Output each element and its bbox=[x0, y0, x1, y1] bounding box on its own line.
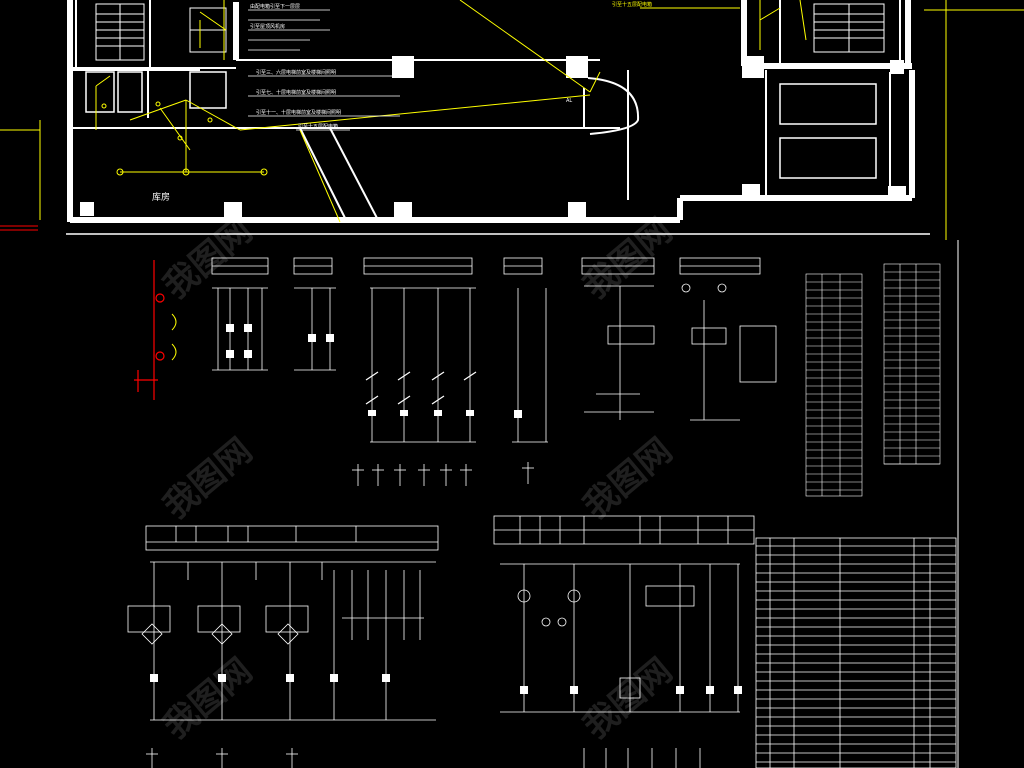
top-right-label: 引至十五层配电箱 bbox=[612, 1, 652, 8]
watermark-1: 我图网 bbox=[156, 211, 260, 307]
note-5: 引至十一、十层电梯前室及楼梯间照明 bbox=[256, 109, 341, 116]
elevator-shafts bbox=[85, 71, 877, 179]
watermarks: 我图网 我图网 我图网 我图网 我图网 我图网 bbox=[156, 211, 680, 747]
room-label: 库房 bbox=[152, 191, 170, 203]
watermark-3: 我图网 bbox=[156, 431, 260, 527]
watermark-4: 我图网 bbox=[576, 431, 680, 527]
watermark-2: 我图网 bbox=[576, 211, 680, 307]
note-4: 引至七、十层电梯前室及楼梯间照明 bbox=[256, 89, 336, 96]
stair-right bbox=[813, 3, 885, 53]
note-6: 引至十五层配电箱 bbox=[298, 123, 338, 130]
panel-label: AL bbox=[566, 98, 572, 104]
note-2: 引至屋顶风机房 bbox=[250, 23, 285, 30]
wiring bbox=[0, 0, 1024, 240]
schematic-lower bbox=[127, 515, 957, 768]
plan-notes: 由配电箱引至下一层层 引至屋顶风机房 引至三、六层电梯前室及楼梯间照明 引至七、… bbox=[152, 1, 652, 203]
inner-walls bbox=[70, 0, 901, 221]
curved-lobby bbox=[587, 77, 640, 135]
watermark-6: 我图网 bbox=[576, 651, 680, 747]
stair-left bbox=[95, 3, 145, 61]
watermark-5: 我图网 bbox=[156, 651, 260, 747]
note-1: 由配电箱引至下一层层 bbox=[250, 3, 300, 10]
note-3: 引至三、六层电梯前室及楼梯间照明 bbox=[256, 69, 336, 76]
floor-plan bbox=[0, 0, 1024, 240]
red-source bbox=[134, 260, 165, 400]
outer-walls bbox=[67, 0, 915, 223]
legend-tables bbox=[805, 263, 941, 497]
columns bbox=[80, 56, 906, 218]
schematic-middle bbox=[134, 257, 777, 486]
